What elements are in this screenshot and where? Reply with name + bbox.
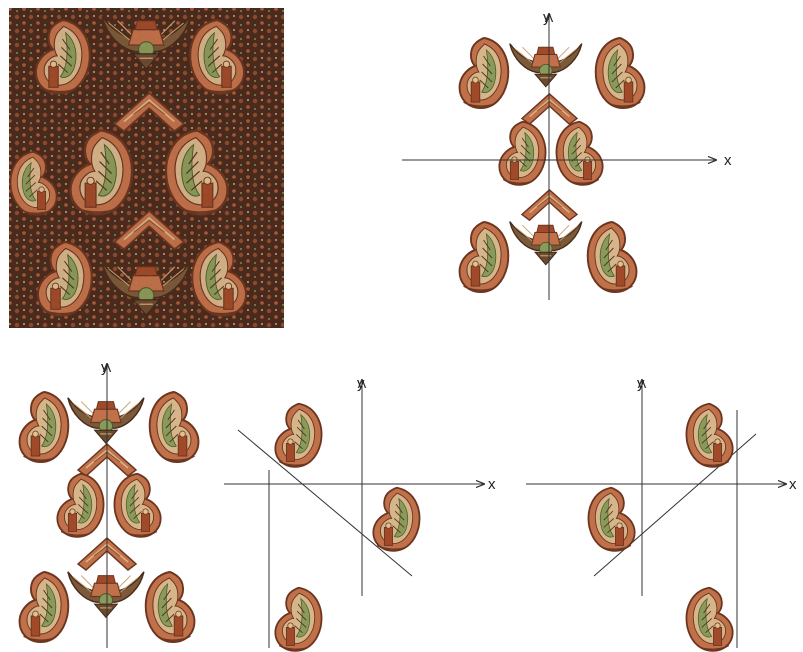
panel-reflection-diagonal-down: x y <box>224 375 496 651</box>
leaf-motif-center-left <box>57 474 103 537</box>
leaf-motif-upper-right <box>687 404 733 467</box>
leaf-motif-right <box>373 488 419 551</box>
x-axis-label: x <box>789 476 797 493</box>
leaf-motif-center-right <box>557 122 603 185</box>
y-axis-label: y <box>357 375 365 392</box>
bird-motif-bottom <box>68 572 144 618</box>
y-axis-label: y <box>543 9 551 26</box>
leaf-motif-bottom-left <box>460 222 509 292</box>
x-axis-label: x <box>488 476 496 493</box>
leaf-motif-top-left <box>460 38 509 108</box>
leaf-motif-bottom-right <box>588 222 637 292</box>
leaf-motif-center-left <box>499 122 545 185</box>
leaf-motif-left <box>589 488 635 551</box>
leaf-motif-top-left <box>20 392 69 462</box>
bird-motif-top <box>510 44 582 87</box>
leaf-motif-top-right <box>596 38 645 108</box>
leaf-motif-bottom <box>687 588 733 651</box>
batik-fabric-photo <box>9 8 284 328</box>
x-axis-label: x <box>724 152 732 169</box>
leaf-motif-bottom-right <box>146 572 195 642</box>
bird-motif-top <box>68 398 144 444</box>
bird-motif-bottom <box>510 222 582 265</box>
leaf-motif-bottom <box>275 588 321 651</box>
leaf-motif-center-right <box>115 474 161 537</box>
panel-reflection-diagonal-up: x y <box>526 375 797 651</box>
y-axis-label: y <box>101 359 109 376</box>
leaf-motif-upper-left <box>275 404 321 467</box>
panel-reflection-vertical: y <box>20 359 199 648</box>
panel-symmetric-arrangement: x y <box>402 9 732 300</box>
leaf-motif-top-right <box>150 392 199 462</box>
y-axis-label: y <box>637 375 645 392</box>
leaf-motif-bottom-left <box>20 572 69 642</box>
